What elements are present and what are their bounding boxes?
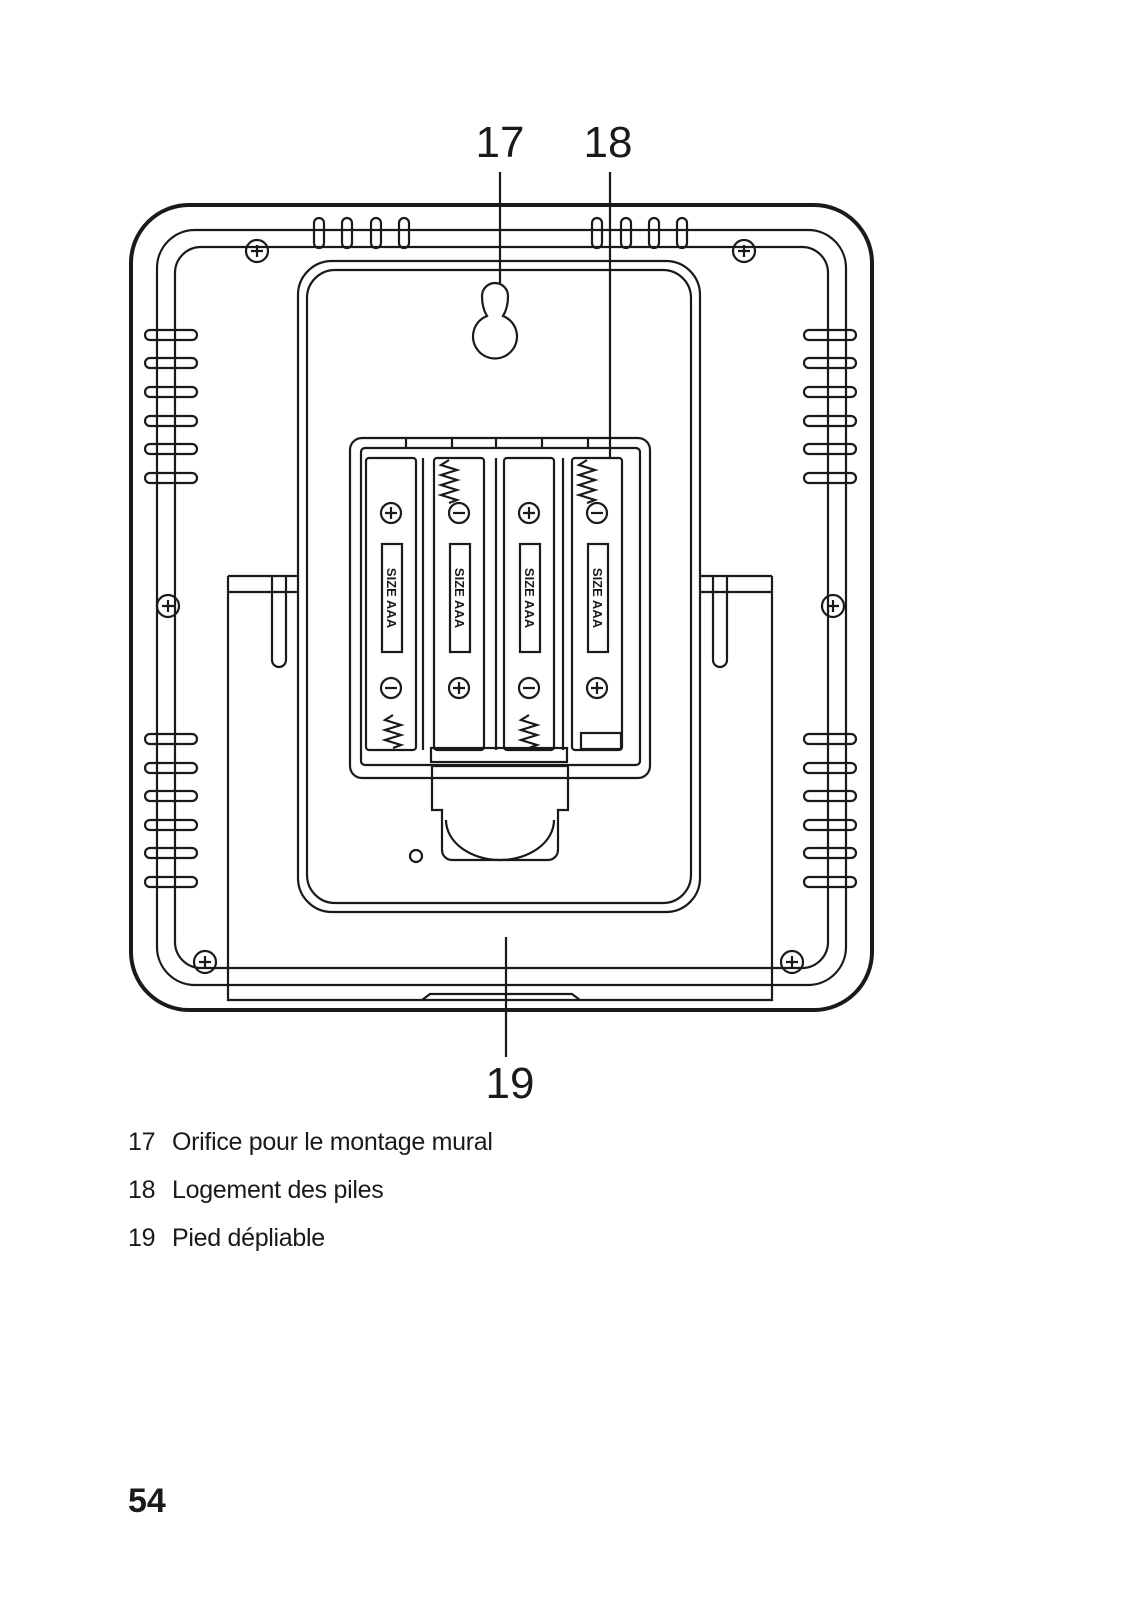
battery-slot-3 (502, 456, 556, 752)
battery-size-label: SIZE AAA (452, 568, 467, 629)
wall-mount-keyhole (471, 281, 519, 360)
callout-number-18: 18 (584, 118, 633, 167)
compartment-latch (430, 764, 570, 862)
legend-number: 19 (128, 1224, 156, 1252)
battery-size-label: SIZE AAA (590, 568, 605, 629)
callout-legend: 17 Orifice pour le montage mural 18 Loge… (128, 1128, 493, 1272)
top-vents (312, 216, 689, 250)
legend-item: 19 Pied dépliable (128, 1224, 493, 1272)
battery-slot-2 (432, 456, 486, 752)
legend-item: 18 Logement des piles (128, 1176, 493, 1224)
callout-number-17: 17 (476, 118, 525, 167)
legend-item: 17 Orifice pour le montage mural (128, 1128, 493, 1176)
callout-number-19: 19 (486, 1059, 535, 1108)
left-vents (143, 328, 199, 889)
device-rear-view-diagram: SIZE AAA SIZE AAA SIZE AAA SIZE AAA 17 1… (129, 118, 874, 1108)
right-vents (802, 328, 858, 889)
legend-label: Orifice pour le montage mural (172, 1128, 493, 1156)
foldable-stand (226, 574, 774, 1002)
battery-slot-1 (364, 456, 418, 752)
legend-number: 18 (128, 1176, 156, 1204)
reset-hole (408, 848, 424, 864)
screws (155, 238, 846, 975)
battery-size-label: SIZE AAA (522, 568, 537, 629)
page-number: 54 (128, 1482, 166, 1520)
legend-label: Logement des piles (172, 1176, 384, 1204)
legend-number: 17 (128, 1128, 156, 1156)
legend-label: Pied dépliable (172, 1224, 325, 1252)
battery-size-label: SIZE AAA (384, 568, 399, 629)
device-housing-outer (129, 203, 874, 1012)
